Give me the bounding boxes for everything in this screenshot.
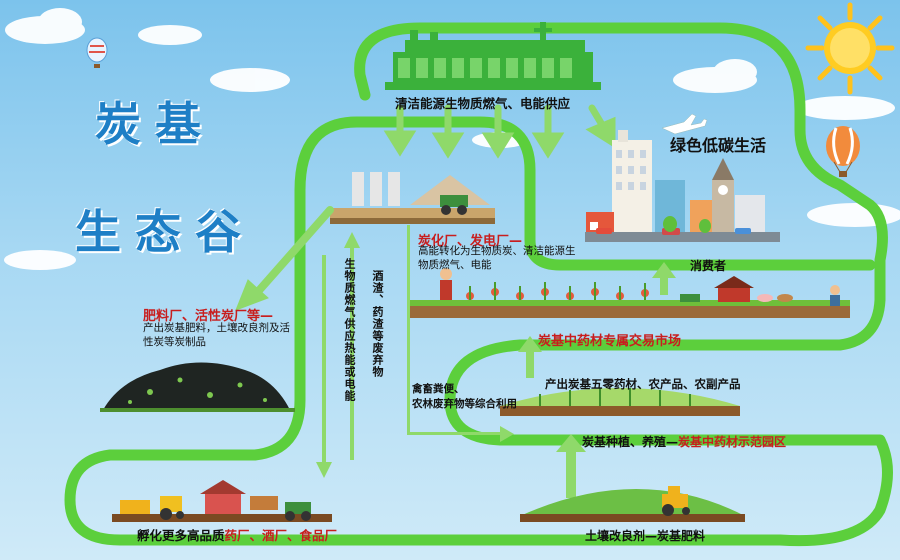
incubate-label: 孵化更多高品质药厂、酒厂、食品厂 xyxy=(137,525,337,544)
charcoal-plant-title: 炭化厂、发电厂— xyxy=(418,234,523,249)
incubate-prefix: 孵化更多高品质 xyxy=(137,528,225,543)
bottom-farm-illustration xyxy=(112,480,332,522)
clean-energy-label: 清洁能源生物质燃气、电能供应 xyxy=(395,96,571,111)
fertilizer-plant-desc: 产出炭基肥料，土壤改良剂及活性炭等炭制品 xyxy=(143,322,290,348)
vertical-waste-label: 酒渣、药渣等废弃物 xyxy=(371,270,384,378)
arrow-to-market xyxy=(518,262,676,378)
demo-zone-prefix: 炭基种植、养殖— xyxy=(582,435,679,449)
waste-use-line-1: 禽畜粪便、 xyxy=(412,383,465,395)
soil-farm-illustration xyxy=(520,486,745,522)
incubate-highlight: 药厂、酒厂、食品厂 xyxy=(224,528,338,543)
green-life-label: 绿色低碳生活 xyxy=(670,136,767,155)
market-field-illustration xyxy=(410,268,850,318)
arrow-to-fertilizer xyxy=(235,206,334,311)
vertical-gas-supply-label: 生物质燃气供应热能或电能 xyxy=(343,258,356,402)
produce-label: 产出炭基五零药材、农产品、农副产品 xyxy=(545,377,741,391)
demo-zone-label: 炭基种植、养殖—炭基中药材示范园区 xyxy=(582,433,786,450)
city-illustration xyxy=(585,130,780,242)
charcoal-plant-desc: 高能转化为生物质炭、清洁能源生物质燃气、电能 xyxy=(418,245,576,271)
produce-field-illustration xyxy=(500,388,740,416)
fertilizer-plant-title: 肥料厂、活性炭厂等— xyxy=(143,309,274,324)
energy-supply-arrows xyxy=(383,104,616,159)
vertical-exchange-arrows xyxy=(316,225,514,478)
hot-air-balloon-icon xyxy=(86,37,108,68)
charcoal-pile-illustration xyxy=(100,362,295,412)
soil-fertilizer-label: 土壤改良剂—炭基肥料 xyxy=(585,529,706,543)
waste-use-line-2: 农林废弃物等综合利用 xyxy=(412,398,517,410)
title-line-2: 生态谷 xyxy=(75,205,255,259)
charcoal-plant-illustration xyxy=(330,172,495,224)
sun-icon xyxy=(805,2,895,95)
airplane-icon xyxy=(661,113,708,135)
green-cycle-path xyxy=(64,22,893,547)
consumer-label: 消费者 xyxy=(690,259,727,273)
arrow-to-produce xyxy=(556,434,586,498)
hot-air-balloon-icon xyxy=(826,126,860,177)
energy-plant-illustration xyxy=(385,22,601,90)
market-label: 炭基中药材专属交易市场 xyxy=(538,334,682,349)
title-line-1: 炭基 xyxy=(95,97,215,151)
demo-zone-highlight: 炭基中药材示范园区 xyxy=(678,435,787,449)
